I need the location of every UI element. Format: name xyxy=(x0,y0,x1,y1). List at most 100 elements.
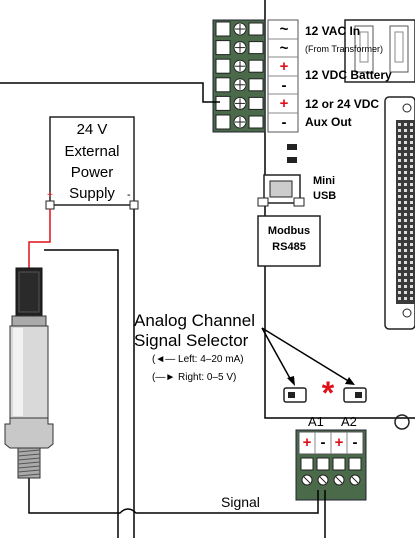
header-pin xyxy=(398,213,401,216)
selector-right-hint: (—► Right: 0–5 V) xyxy=(152,372,237,383)
header-pin xyxy=(410,129,413,132)
bottom-terminal-screw xyxy=(300,457,314,486)
header-pin xyxy=(410,267,413,270)
terminal-symbol-2: ~ xyxy=(279,40,289,57)
terminal-screw xyxy=(215,95,264,111)
header-pin xyxy=(404,123,407,126)
header-pin xyxy=(398,165,401,168)
power-terminal-block xyxy=(212,19,266,133)
header-pin xyxy=(398,153,401,156)
header-pin xyxy=(404,195,407,198)
sensor-thread xyxy=(17,449,41,453)
header-pin xyxy=(398,135,401,138)
terminal-symbol-5: + xyxy=(279,95,289,112)
header-pin xyxy=(404,261,407,264)
header-pin xyxy=(410,177,413,180)
bottom-terminal-1: + xyxy=(302,434,312,451)
header-pin xyxy=(398,291,401,294)
header-pin xyxy=(398,183,401,186)
header-pin xyxy=(410,201,413,204)
header-pin xyxy=(410,153,413,156)
header-pin xyxy=(410,213,413,216)
header-pin xyxy=(410,273,413,276)
terminal-symbol-6: - xyxy=(281,114,287,131)
header-pin xyxy=(398,237,401,240)
mini-usb-label-line1: Mini xyxy=(313,175,335,187)
header-pin xyxy=(404,135,407,138)
header-pin xyxy=(404,249,407,252)
header-pin xyxy=(398,261,401,264)
header-pin xyxy=(404,231,407,234)
bottom-terminal-4: - xyxy=(352,434,358,451)
selector-title-line1: Analog Channel xyxy=(134,311,255,330)
modbus-label-line2: RS485 xyxy=(272,241,306,253)
header-pin xyxy=(398,129,401,132)
terminal-screw xyxy=(215,77,264,93)
psu-label-line2: External xyxy=(64,143,120,160)
header-pin xyxy=(404,273,407,276)
header-pin xyxy=(398,195,401,198)
switch-a2[interactable] xyxy=(343,387,367,403)
header-pin xyxy=(398,219,401,222)
header-pin xyxy=(404,189,407,192)
header-pin xyxy=(410,171,413,174)
switch-a1[interactable] xyxy=(283,387,307,403)
sensor-thread xyxy=(17,461,41,465)
header-pin xyxy=(410,219,413,222)
terminal-screw xyxy=(215,40,264,56)
asterisk-mark: * xyxy=(322,375,335,411)
header-pin xyxy=(398,231,401,234)
channel-a2-label: A2 xyxy=(341,414,357,429)
bottom-terminal-2: - xyxy=(320,434,326,451)
bottom-terminal-screw xyxy=(332,457,346,486)
top-connector xyxy=(344,19,415,83)
modbus-box xyxy=(257,215,321,267)
header-pin xyxy=(404,219,407,222)
header-pin xyxy=(404,153,407,156)
bottom-terminal-screw xyxy=(348,457,362,486)
header-pin xyxy=(404,279,407,282)
header-pin xyxy=(410,225,413,228)
sensor-thread xyxy=(17,465,41,469)
header-pin xyxy=(398,159,401,162)
header-pin xyxy=(398,285,401,288)
header-pin xyxy=(398,171,401,174)
terminal-label-column xyxy=(267,19,299,133)
controller-board xyxy=(264,0,415,419)
psu-plus-terminal xyxy=(45,200,55,210)
terminal-symbol-4: - xyxy=(281,77,287,94)
header-pin xyxy=(398,279,401,282)
power-supply-box xyxy=(49,116,135,206)
header-pin xyxy=(410,141,413,144)
header-pin xyxy=(410,135,413,138)
terminal-screw xyxy=(215,21,264,37)
terminal-symbol-3: + xyxy=(279,58,289,75)
sensor-thread xyxy=(17,473,41,477)
header-pin xyxy=(410,165,413,168)
bottom-terminal-screw xyxy=(316,457,330,486)
psu-plus-sign: + xyxy=(47,190,53,201)
selector-arrows xyxy=(261,327,355,386)
header-pin xyxy=(404,207,407,210)
header-pin xyxy=(410,207,413,210)
header-pin xyxy=(404,291,407,294)
header-pin xyxy=(398,267,401,270)
header-pin xyxy=(404,213,407,216)
header-pin xyxy=(404,237,407,240)
terminal-screw xyxy=(215,58,264,74)
sensor-thread xyxy=(17,457,41,461)
header-pin xyxy=(398,201,401,204)
mini-usb-connector xyxy=(257,174,305,207)
terminal-symbol-1: ~ xyxy=(279,21,289,38)
header-pin xyxy=(398,273,401,276)
modbus-label-line1: Modbus xyxy=(267,225,311,237)
header-pin xyxy=(398,147,401,150)
header-pin xyxy=(398,177,401,180)
label-12-or-24vdc: 12 or 24 VDC xyxy=(305,97,380,111)
header-pin xyxy=(404,225,407,228)
header-pin xyxy=(404,267,407,270)
pin-header xyxy=(384,96,415,330)
led-2 xyxy=(287,157,297,163)
header-pin xyxy=(398,249,401,252)
selector-title-line2: Signal Selector xyxy=(134,331,249,350)
